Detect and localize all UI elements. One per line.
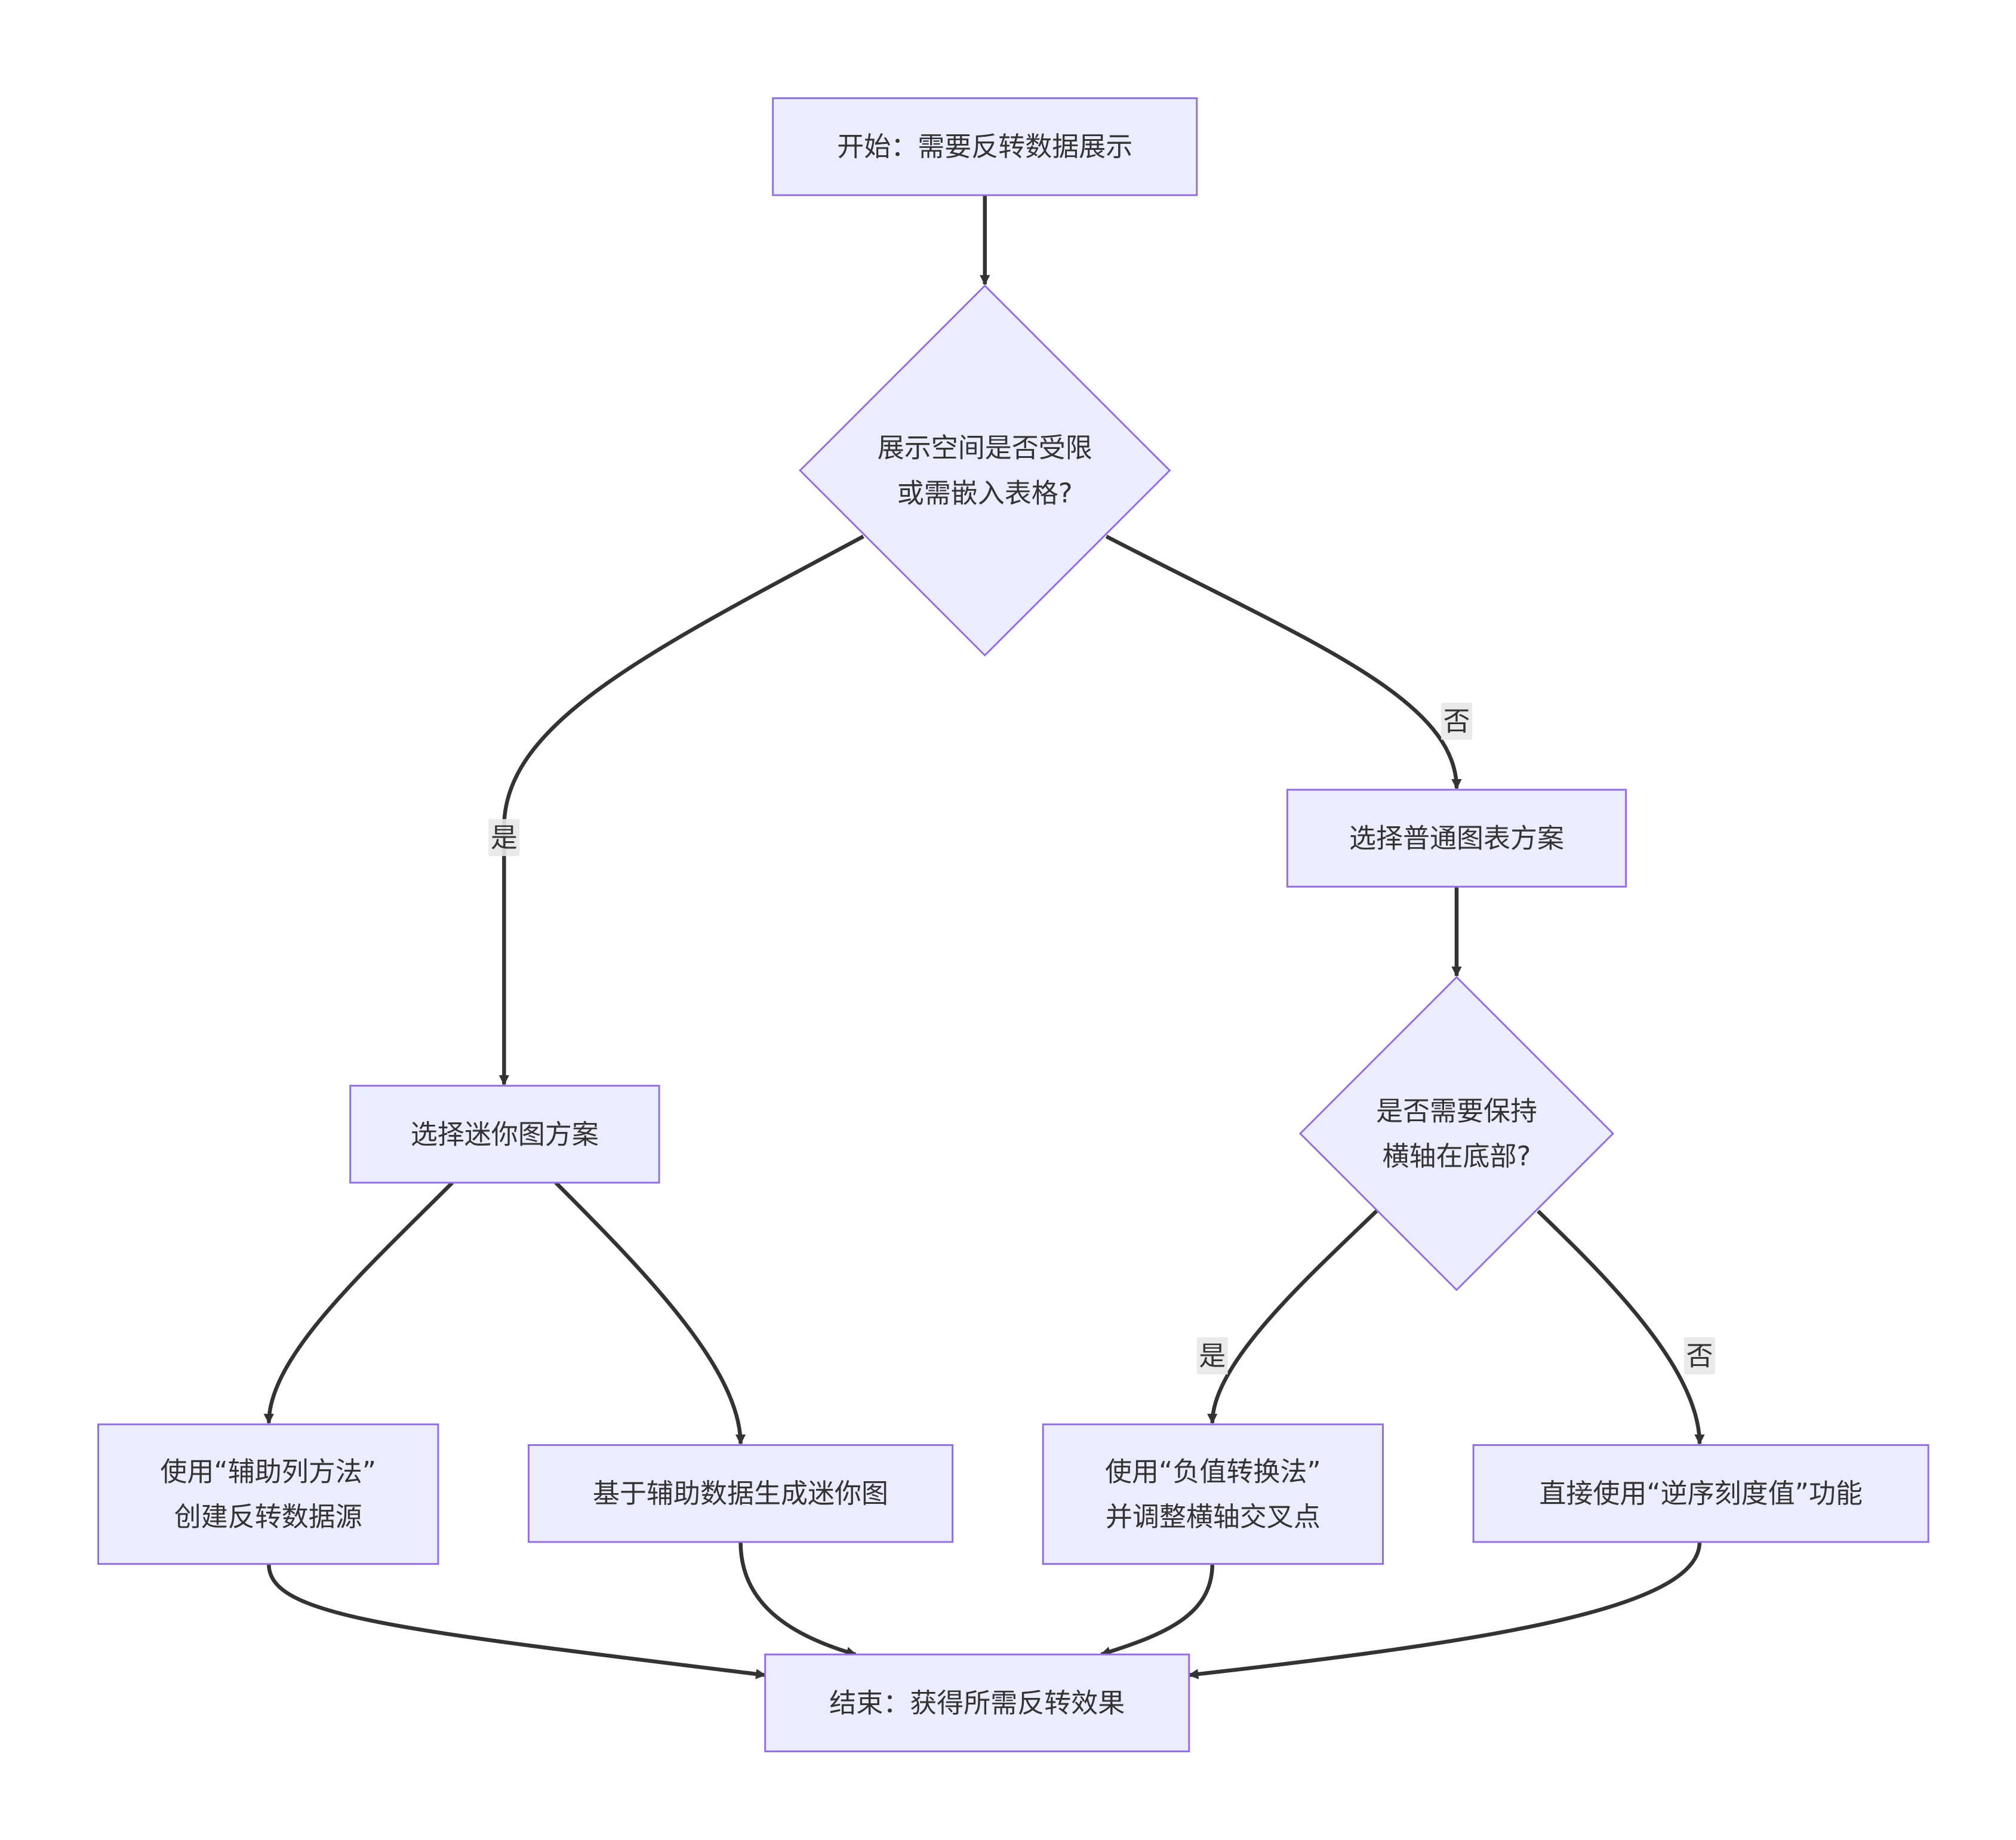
node-label-line: 横轴在底部? [1383, 1140, 1531, 1172]
decision-diamond [1298, 976, 1615, 1291]
node-negval: 使用“负值转换法” 并调整横轴交叉点 [1042, 1423, 1384, 1565]
edge-label-q2-to-reverse: 否 [1683, 1337, 1715, 1375]
edge-label-q1-to-mini: 是 [488, 819, 520, 856]
edge-line [1188, 1541, 1702, 1679]
nodes: 开始：需要反转数据展示展示空间是否受限或需嵌入表格?选择迷你图方案选择普通图表方… [97, 97, 1929, 1753]
edge-label-q2-to-negval: 是 [1196, 1337, 1228, 1375]
node-label-line: 使用“负值转换法” [1105, 1456, 1321, 1487]
node-label-line: 创建反转数据源 [174, 1501, 362, 1533]
node-label-line: 直接使用“逆序刻度值”功能 [1539, 1478, 1863, 1509]
edge-line [738, 1541, 857, 1657]
node-label-line: 选择普通图表方案 [1349, 823, 1564, 854]
edge-line [1537, 1210, 1705, 1445]
process-box [1042, 1423, 1384, 1565]
edge-label-text: 否 [1443, 706, 1470, 737]
edge-label-q1-to-normal: 否 [1441, 703, 1472, 740]
edge-label-text: 是 [491, 821, 518, 853]
decision-diamond [799, 284, 1171, 657]
node-label-line: 基于辅助数据生成迷你图 [593, 1478, 888, 1509]
edge-labels: 是否是否 [488, 703, 1715, 1375]
edge-line [1207, 1210, 1378, 1424]
edge-label-background [1441, 703, 1472, 740]
edge-label-text: 是 [1199, 1340, 1226, 1372]
edge-label-background [1683, 1337, 1715, 1375]
node-label-line: 展示空间是否受限 [878, 432, 1092, 464]
node-label-line: 是否需要保持 [1376, 1095, 1537, 1127]
edge-q1-to-normal [1105, 534, 1462, 790]
node-helper: 使用“辅助列方法” 创建反转数据源 [97, 1423, 439, 1565]
edge-q2-to-negval [1207, 1210, 1378, 1424]
edge-line [498, 534, 864, 1086]
process-box [527, 1444, 954, 1543]
edge-line [1105, 534, 1462, 790]
process-box [97, 1423, 439, 1565]
process-box [772, 97, 1198, 196]
edge-line [1100, 1564, 1215, 1657]
edge-mini-to-spark [554, 1181, 746, 1445]
node-label-line: 使用“辅助列方法” [160, 1456, 376, 1487]
edge-spark-to-end [738, 1541, 857, 1657]
process-box [349, 1085, 660, 1184]
edge-negval-to-end [1100, 1564, 1215, 1657]
edge-helper-to-end [267, 1564, 767, 1679]
node-label-line: 选择迷你图方案 [411, 1118, 599, 1150]
node-spark: 基于辅助数据生成迷你图 [527, 1444, 954, 1543]
edge-label-text: 否 [1686, 1340, 1713, 1372]
edge-q1-to-mini [498, 534, 864, 1086]
edge-q2-to-reverse [1537, 1210, 1705, 1445]
edges [263, 195, 1705, 1679]
process-box [1286, 789, 1627, 888]
edge-line [263, 1181, 454, 1424]
edge-label-background [488, 819, 520, 856]
edge-reverse-to-end [1188, 1541, 1702, 1679]
node-end: 结束：获得所需反转效果 [764, 1653, 1190, 1753]
node-mini: 选择迷你图方案 [349, 1085, 660, 1184]
process-box [764, 1653, 1190, 1753]
node-label-line: 开始：需要反转数据展示 [837, 131, 1132, 162]
edge-line [554, 1181, 746, 1445]
node-label-line: 并调整横轴交叉点 [1106, 1501, 1321, 1533]
process-box [1472, 1444, 1929, 1543]
node-label-line: 结束：获得所需反转效果 [829, 1687, 1125, 1719]
node-normal: 选择普通图表方案 [1286, 789, 1627, 888]
edge-mini-to-helper [263, 1181, 454, 1424]
node-reverse: 直接使用“逆序刻度值”功能 [1472, 1444, 1929, 1543]
node-start: 开始：需要反转数据展示 [772, 97, 1198, 196]
node-label-line: 或需嵌入表格? [897, 477, 1073, 509]
edge-label-background [1196, 1337, 1228, 1375]
edge-line [267, 1564, 767, 1679]
